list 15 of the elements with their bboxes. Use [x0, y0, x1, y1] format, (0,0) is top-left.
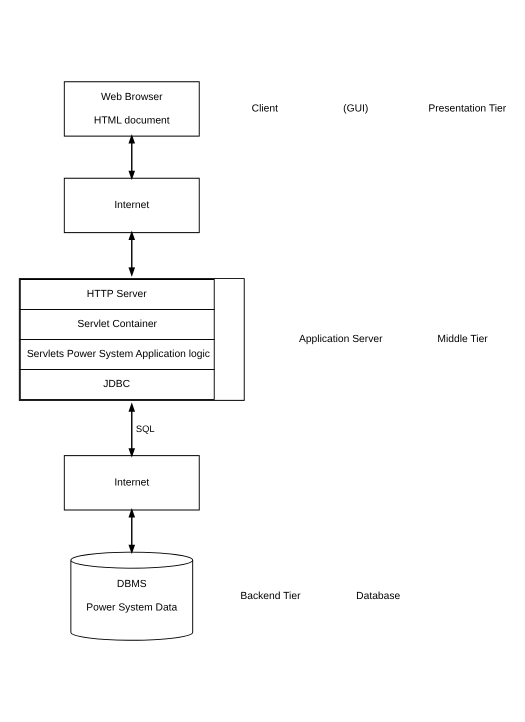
arrow	[128, 402, 136, 458]
arrow	[128, 230, 136, 277]
label: Client	[252, 104, 278, 115]
label: Application Server	[298, 334, 383, 346]
node-box: Web Browser HTML document	[64, 81, 200, 137]
label: Database	[356, 590, 400, 602]
node-box: Internet	[64, 455, 200, 510]
label: (GUI)	[343, 104, 368, 115]
label: Presentation Tier	[428, 104, 506, 115]
arrow	[128, 134, 136, 180]
edge-label: SQL	[136, 424, 155, 434]
label: Backend Tier	[240, 590, 301, 602]
label: Middle Tier	[437, 334, 488, 346]
node-box: Internet	[64, 178, 200, 234]
arrow	[128, 508, 136, 554]
